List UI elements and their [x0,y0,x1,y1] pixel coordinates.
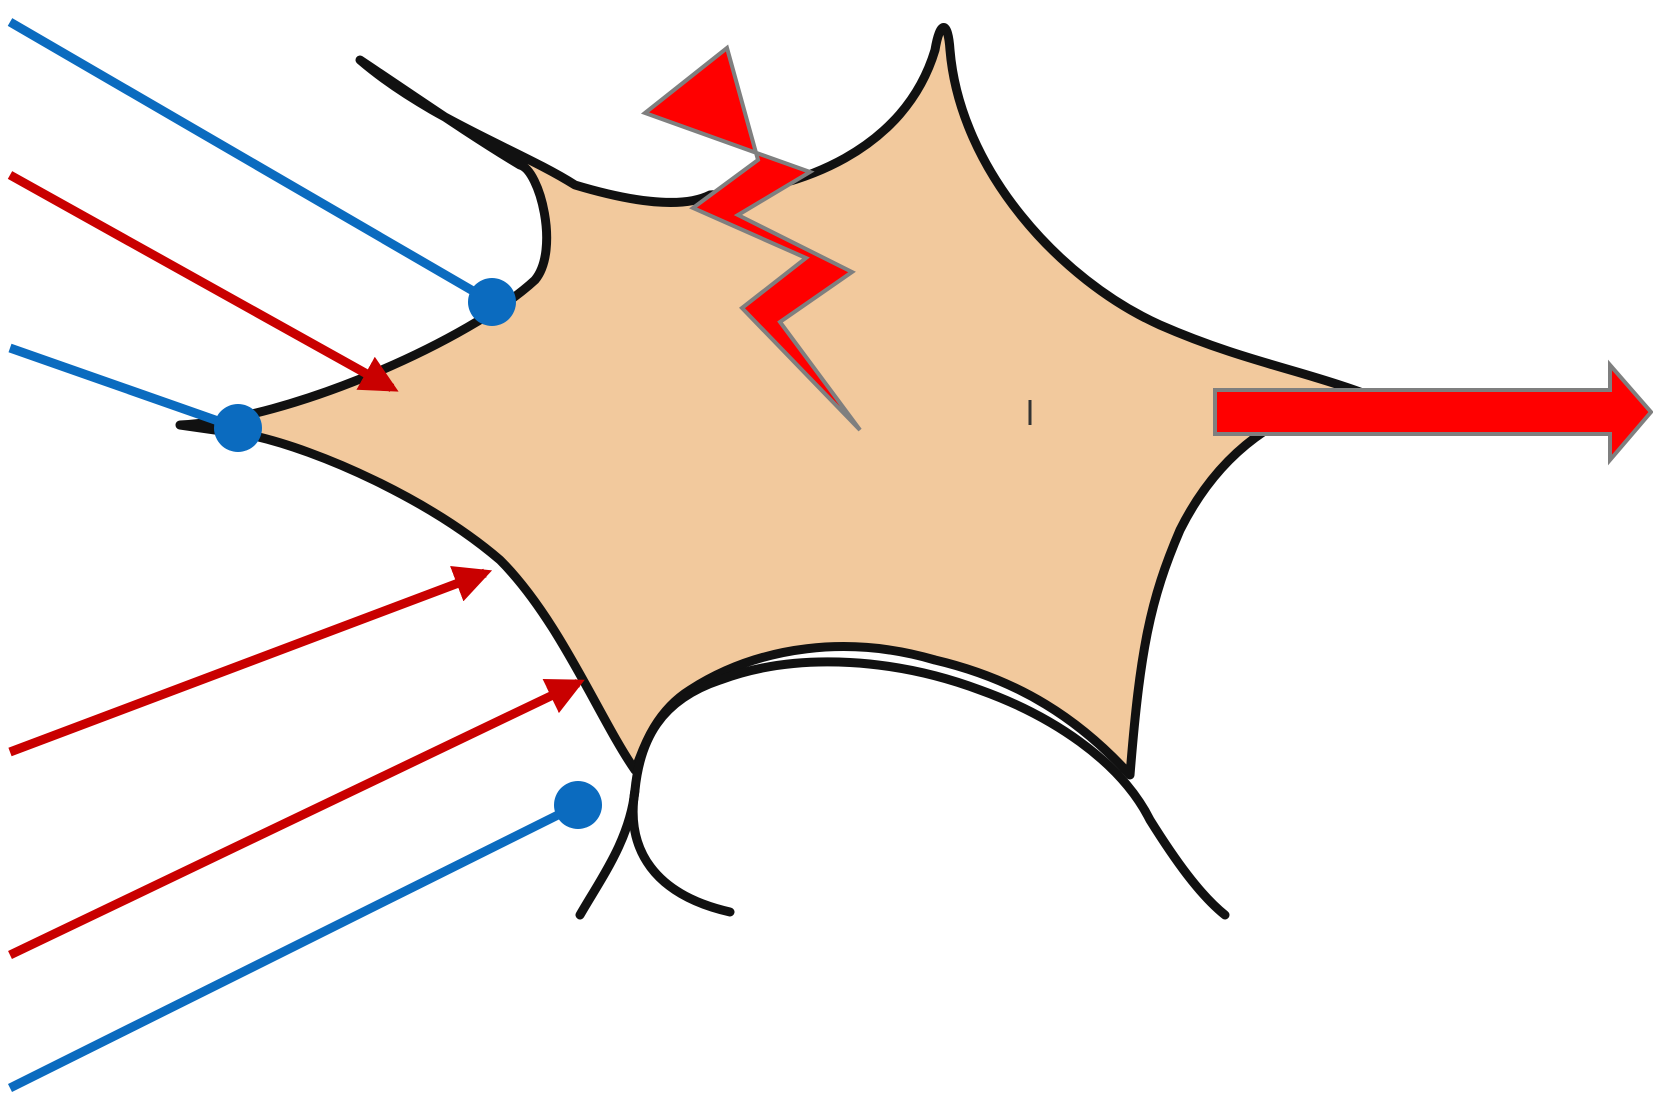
inhibitory-input-line [10,348,238,428]
inhibitory-terminal-dot [554,781,602,829]
inhibitory-input-line [10,805,578,1088]
inhibitory-input-2 [10,348,262,452]
inhibitory-input-line [10,22,492,302]
inhibitory-input-1 [10,22,516,326]
inhibitory-terminal-dot [468,278,516,326]
inhibitory-input-3 [10,781,602,1088]
excitatory-input-2 [10,573,485,752]
inhibitory-terminal-dot [214,404,262,452]
